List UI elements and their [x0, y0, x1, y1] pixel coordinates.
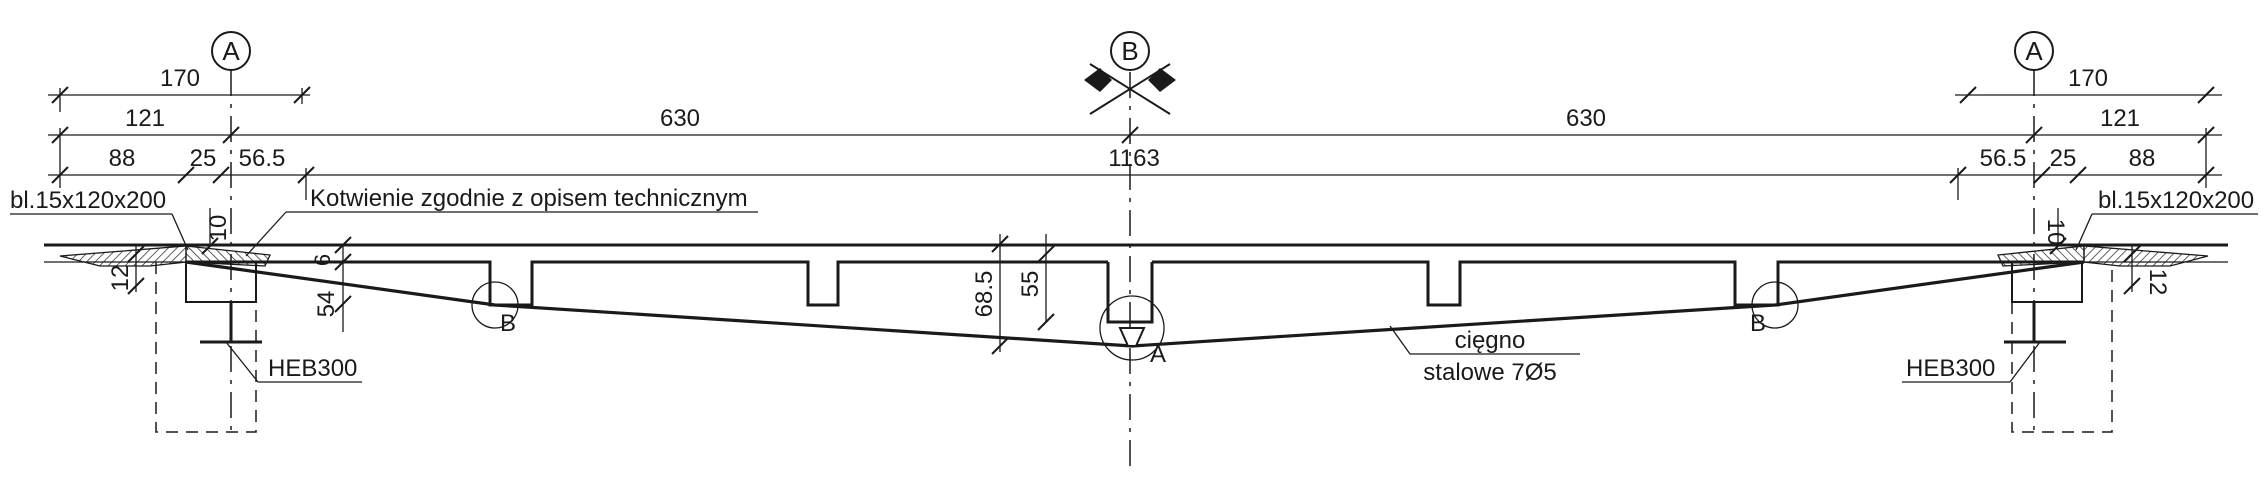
dim-right-12: 12 — [2144, 269, 2171, 296]
dim-right-88: 88 — [2129, 145, 2156, 172]
right-support — [1997, 208, 2209, 433]
plate-right-label: bl.15x120x200 — [2098, 187, 2254, 214]
detail-b-left-label: B — [500, 310, 516, 337]
dim-right-10: 10 — [2042, 219, 2069, 246]
dim-right-170: 170 — [2068, 65, 2108, 92]
dim-left-88: 88 — [109, 145, 136, 172]
dim-left-10: 10 — [205, 215, 232, 242]
leader-lines — [10, 211, 2258, 383]
dim-right-121: 121 — [2100, 105, 2140, 132]
axis-bubble-a-left: A — [211, 31, 251, 71]
dim-left-121: 121 — [125, 105, 165, 132]
dim-left-54: 54 — [313, 291, 340, 318]
anchorage-label: Kotwienie zgodnie z opisem technicznym — [310, 185, 748, 212]
cable-label-line1: cięgno — [1455, 327, 1526, 354]
dim-630-left: 630 — [660, 105, 700, 132]
dim-left-12: 12 — [107, 265, 134, 292]
dim-left-56-5: 56.5 — [239, 145, 286, 172]
dim-center-55: 55 — [1017, 271, 1044, 298]
dim-right-25: 25 — [2050, 145, 2077, 172]
cable-label-line2: stalowe 7Ø5 — [1423, 359, 1556, 386]
dim-left-6: 6 — [310, 254, 335, 266]
detail-marker-b-left: B — [471, 281, 519, 337]
dim-center-68-5: 68.5 — [971, 271, 998, 318]
ribbed-beam — [44, 243, 2228, 324]
axis-bubble-b-center: B — [1110, 31, 1150, 71]
axis-bubble-a-right: A — [2014, 31, 2054, 71]
dim-left-170: 170 — [160, 65, 200, 92]
heb-left-label: HEB300 — [268, 355, 357, 382]
detail-a-center-label: A — [1150, 341, 1166, 368]
axis-lines — [230, 70, 2035, 470]
detail-marker-b-right: B — [1750, 281, 1799, 337]
detail-b-right-label: B — [1750, 310, 1766, 337]
dim-left-25: 25 — [190, 145, 217, 172]
axis-label-b-center: B — [1121, 36, 1138, 66]
axis-label-a-right: A — [2025, 36, 2043, 66]
dim-630-right: 630 — [1566, 105, 1606, 132]
axis-label-a-left: A — [222, 36, 240, 66]
symmetry-marker — [1084, 63, 1176, 115]
left-support — [59, 208, 352, 433]
dimension-lines — [48, 86, 2222, 200]
heb-right-label: HEB300 — [1906, 355, 1995, 382]
detail-marker-a-center: A — [1099, 295, 1166, 368]
center-dimensions — [991, 234, 1055, 355]
dim-total-1163: 1163 — [1108, 145, 1160, 172]
plate-left-label: bl.15x120x200 — [10, 187, 166, 214]
dim-right-56-5: 56.5 — [1980, 145, 2027, 172]
